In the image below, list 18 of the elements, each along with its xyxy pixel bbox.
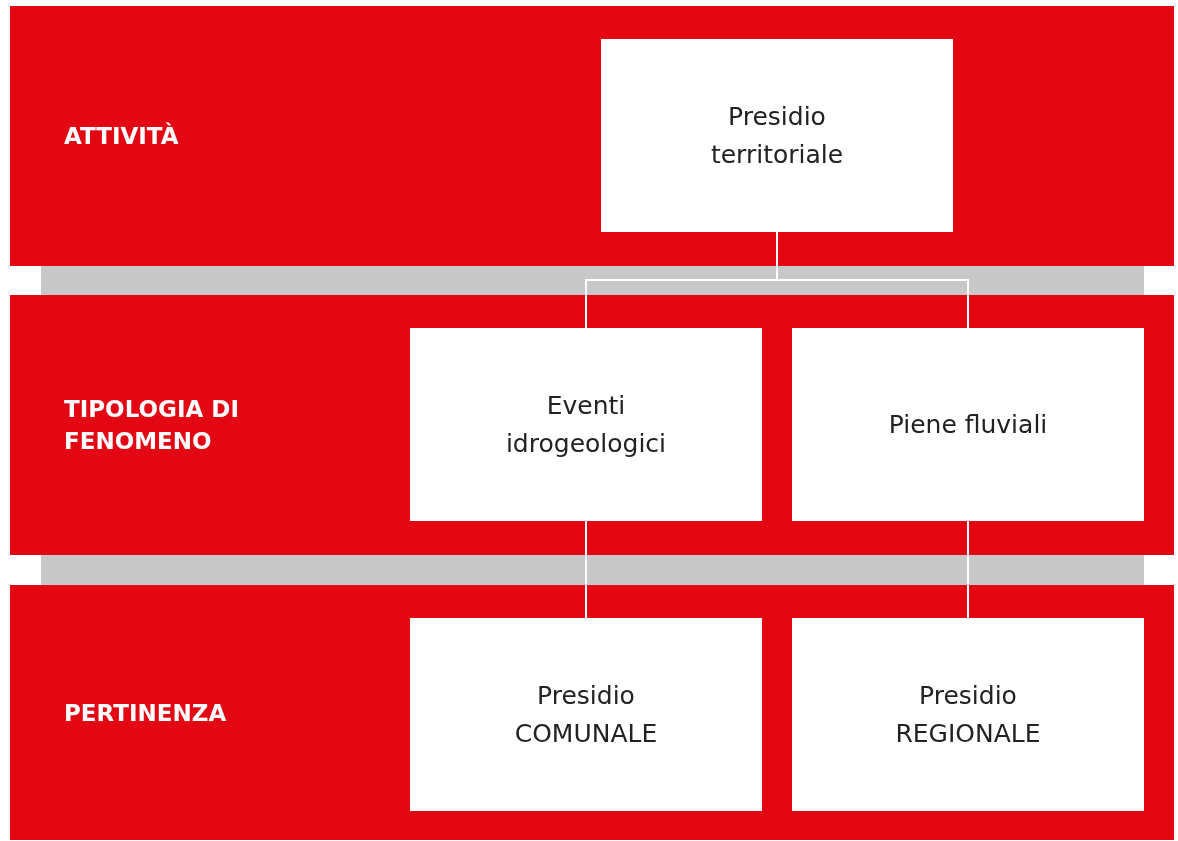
row-heading: ATTIVITÀ	[64, 121, 180, 151]
process-box	[410, 618, 762, 811]
process-box	[601, 39, 953, 232]
box-label: Presidio REGIONALE	[894, 679, 1042, 750]
process-box	[792, 328, 1144, 521]
connector-line	[967, 520, 969, 619]
row-band	[10, 6, 1174, 266]
process-box	[410, 328, 762, 521]
box-label: Eventi idrogeologici	[504, 389, 668, 460]
row-heading: TIPOLOGIA DI FENOMENO	[64, 395, 240, 456]
row-band	[10, 295, 1174, 555]
process-box	[792, 618, 1144, 811]
box-label: Presidio COMUNALE	[513, 679, 659, 750]
connector-line	[585, 520, 587, 619]
row-heading: PERTINENZA	[64, 698, 228, 728]
box-label: Presidio territoriale	[709, 100, 845, 171]
box-label: Piene fluviali	[887, 408, 1049, 441]
row-band	[10, 585, 1174, 840]
